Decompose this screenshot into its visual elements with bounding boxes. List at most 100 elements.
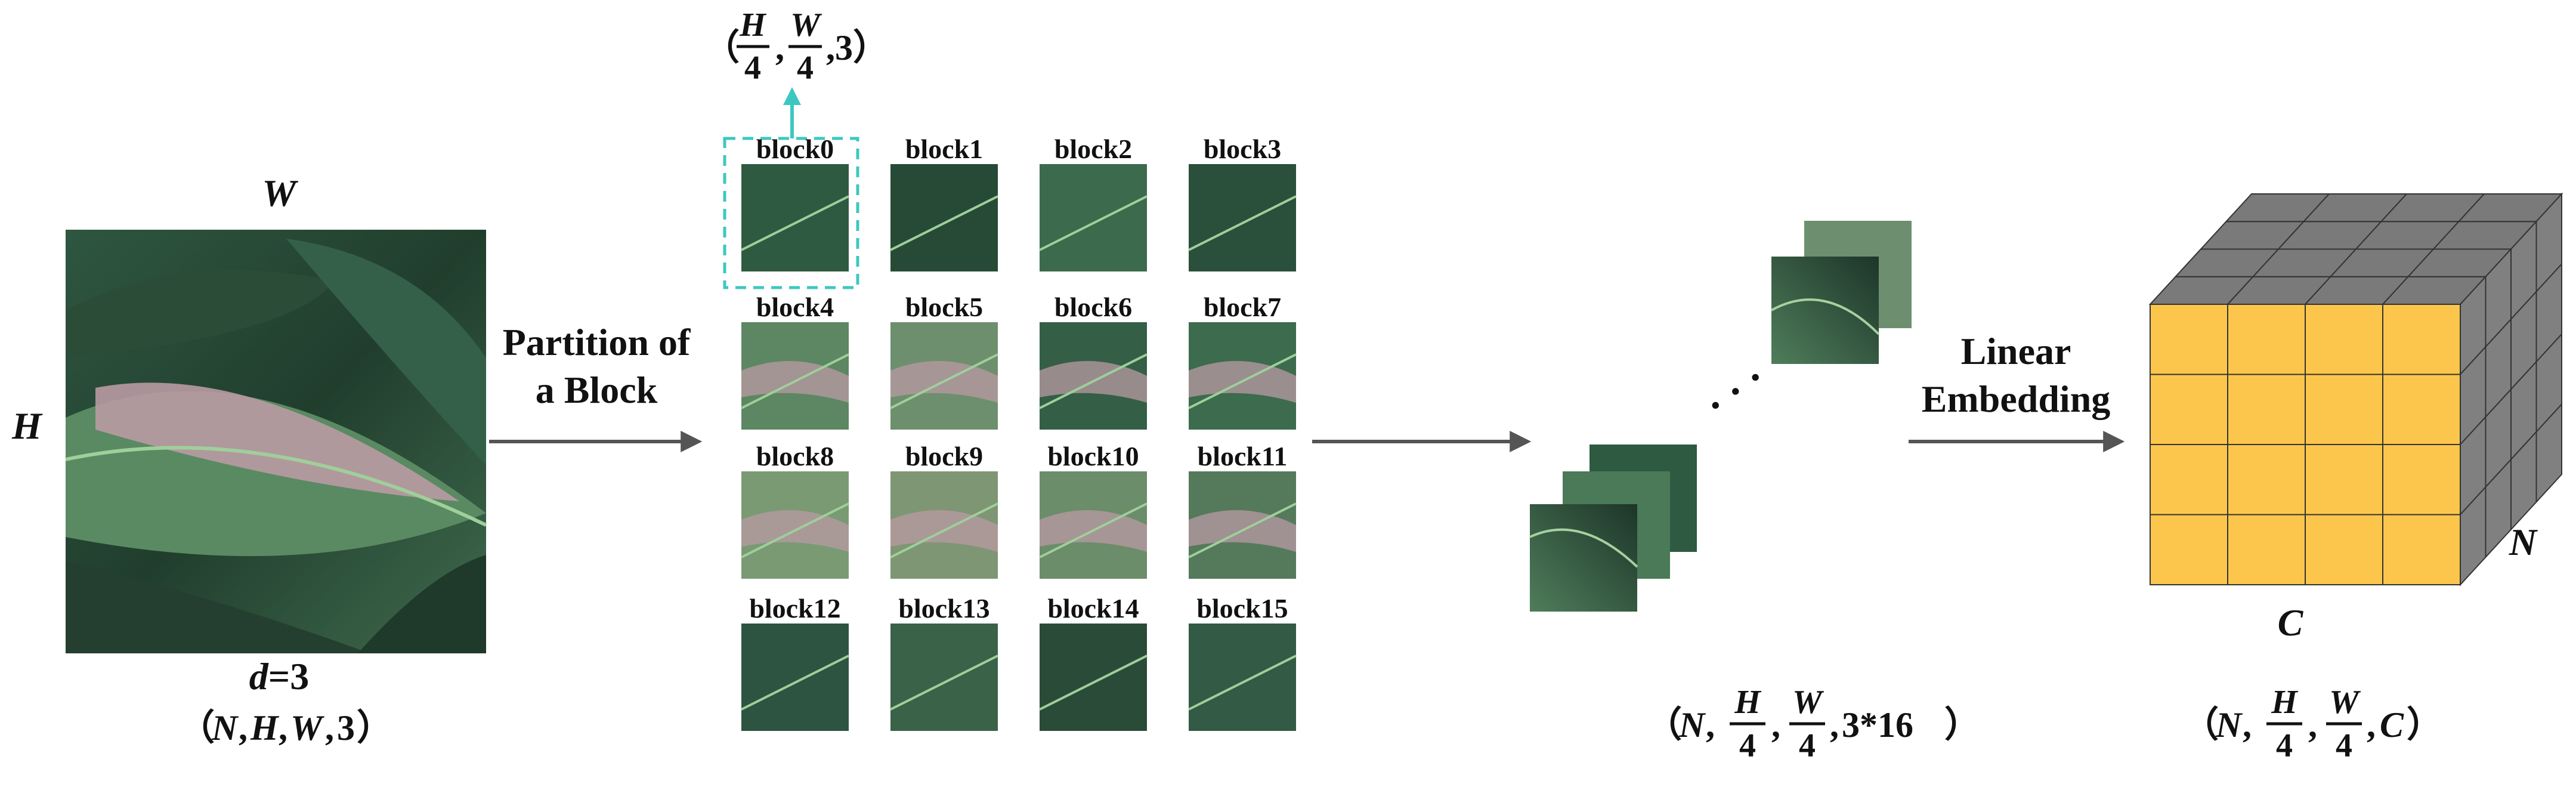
partition-label-line2: a Block <box>536 369 658 411</box>
cube-front-cell <box>2150 374 2228 445</box>
block-vein <box>890 195 998 251</box>
cube-front-cell <box>2227 374 2306 445</box>
svg-text:（: （ <box>1646 705 1682 745</box>
block-patch <box>1040 164 1147 271</box>
block-label: block4 <box>756 292 834 322</box>
cube-front-cell <box>2382 444 2461 516</box>
svg-text:,: , <box>2308 705 2317 745</box>
block-vein <box>741 353 849 409</box>
svg-text:,: , <box>1771 705 1780 745</box>
block-label: block2 <box>1054 134 1132 164</box>
block0-highlight-box <box>723 137 859 289</box>
block-tile: block6 <box>1039 292 1148 430</box>
cube-front-cell <box>2382 374 2461 445</box>
svg-text:,: , <box>2243 705 2252 745</box>
svg-text:W: W <box>290 708 324 748</box>
input-leaf-image <box>65 230 487 653</box>
svg-text:N: N <box>2215 705 2243 745</box>
block-patch <box>1040 624 1147 731</box>
block-vein <box>1188 353 1297 409</box>
block-vein <box>741 195 849 251</box>
svg-text:4: 4 <box>1799 727 1816 764</box>
flattened-shape-label: （ N , H 4 , W 4 , 3*16 ） <box>1646 684 1980 764</box>
embedding-cube <box>2148 192 2563 587</box>
block-label: block13 <box>898 593 989 624</box>
block-vein <box>890 502 998 558</box>
cube-front-cell <box>2305 444 2383 516</box>
input-width-label: W <box>262 172 299 214</box>
block-label: block3 <box>1204 134 1281 164</box>
block-label: block10 <box>1047 441 1139 471</box>
block-tile: block7 <box>1188 292 1297 430</box>
cube-front-cell <box>2227 444 2306 516</box>
block-vein <box>1039 353 1148 409</box>
block-vein <box>890 353 998 409</box>
cube-side-cell <box>2535 402 2562 504</box>
block-label: block0 <box>756 134 834 164</box>
svg-text:,: , <box>239 708 248 748</box>
block-label: block14 <box>1047 593 1139 624</box>
svg-text:）: ） <box>1944 705 1980 745</box>
input-shape-label: （ N , H , W , 3 ） <box>179 708 392 748</box>
svg-text:W: W <box>790 7 822 44</box>
embedding-label-line1: Linear <box>1961 330 2071 372</box>
svg-text:（: （ <box>179 708 215 748</box>
block-label: block7 <box>1204 292 1281 322</box>
block-vein <box>1188 502 1297 558</box>
cube-front-cell <box>2150 514 2228 585</box>
block-vein <box>1039 655 1148 711</box>
block-tile: block8 <box>741 441 849 579</box>
block-label: block1 <box>905 134 983 164</box>
block-label: block9 <box>905 441 983 471</box>
svg-text:H: H <box>739 7 766 44</box>
block-patch <box>1189 164 1296 271</box>
svg-text:,: , <box>1830 705 1839 745</box>
svg-text:3: 3 <box>337 708 355 748</box>
block-patch <box>741 624 849 731</box>
block-tile: block12 <box>741 593 849 731</box>
block-tile: block9 <box>890 441 998 579</box>
svg-text:H: H <box>1734 684 1761 721</box>
block-vein <box>1039 502 1148 558</box>
cube-front-cell <box>2227 304 2306 375</box>
svg-text:,: , <box>775 28 784 67</box>
block-tile: block10 <box>1039 441 1148 579</box>
svg-text:4: 4 <box>797 50 814 87</box>
cube-c-label: C <box>2278 601 2304 644</box>
svg-text:,: , <box>279 708 287 748</box>
patch-stack-top <box>1771 221 1912 364</box>
input-depth-label: d=3 <box>249 655 309 698</box>
svg-text:,: , <box>1706 705 1715 745</box>
block-label: block11 <box>1198 441 1288 471</box>
block-vein <box>741 502 849 558</box>
stack-ellipsis: · · · <box>1697 355 1774 428</box>
block-patch <box>890 164 998 271</box>
block-patch <box>741 164 849 271</box>
svg-text:4: 4 <box>1739 727 1756 764</box>
svg-text:N: N <box>1678 705 1706 745</box>
block-tile: block11 <box>1188 441 1297 579</box>
cube-front-cell <box>2382 514 2461 585</box>
svg-text:W: W <box>1792 684 1824 721</box>
svg-text:（: （ <box>704 27 740 67</box>
block-label: block12 <box>749 593 840 624</box>
cube-front-cell <box>2150 304 2228 375</box>
block-vein <box>890 655 998 711</box>
svg-text:4: 4 <box>2276 727 2293 764</box>
svg-text:）: ） <box>2407 705 2442 745</box>
svg-text:4: 4 <box>744 50 761 87</box>
block-patch <box>890 624 998 731</box>
patch-stack-bottom <box>1529 445 1697 612</box>
block-vein <box>1039 195 1148 251</box>
block-tile: block0 <box>741 134 849 271</box>
svg-text:）: ） <box>357 708 392 748</box>
svg-text:（: （ <box>2183 705 2219 745</box>
cube-front-cell <box>2305 304 2383 375</box>
block-tile: block1 <box>890 134 998 271</box>
input-height-label: H <box>11 405 43 447</box>
block-label: block5 <box>905 292 983 322</box>
svg-text:,: , <box>325 708 334 748</box>
block-tile: block5 <box>890 292 998 430</box>
cube-front-cell <box>2150 444 2228 516</box>
